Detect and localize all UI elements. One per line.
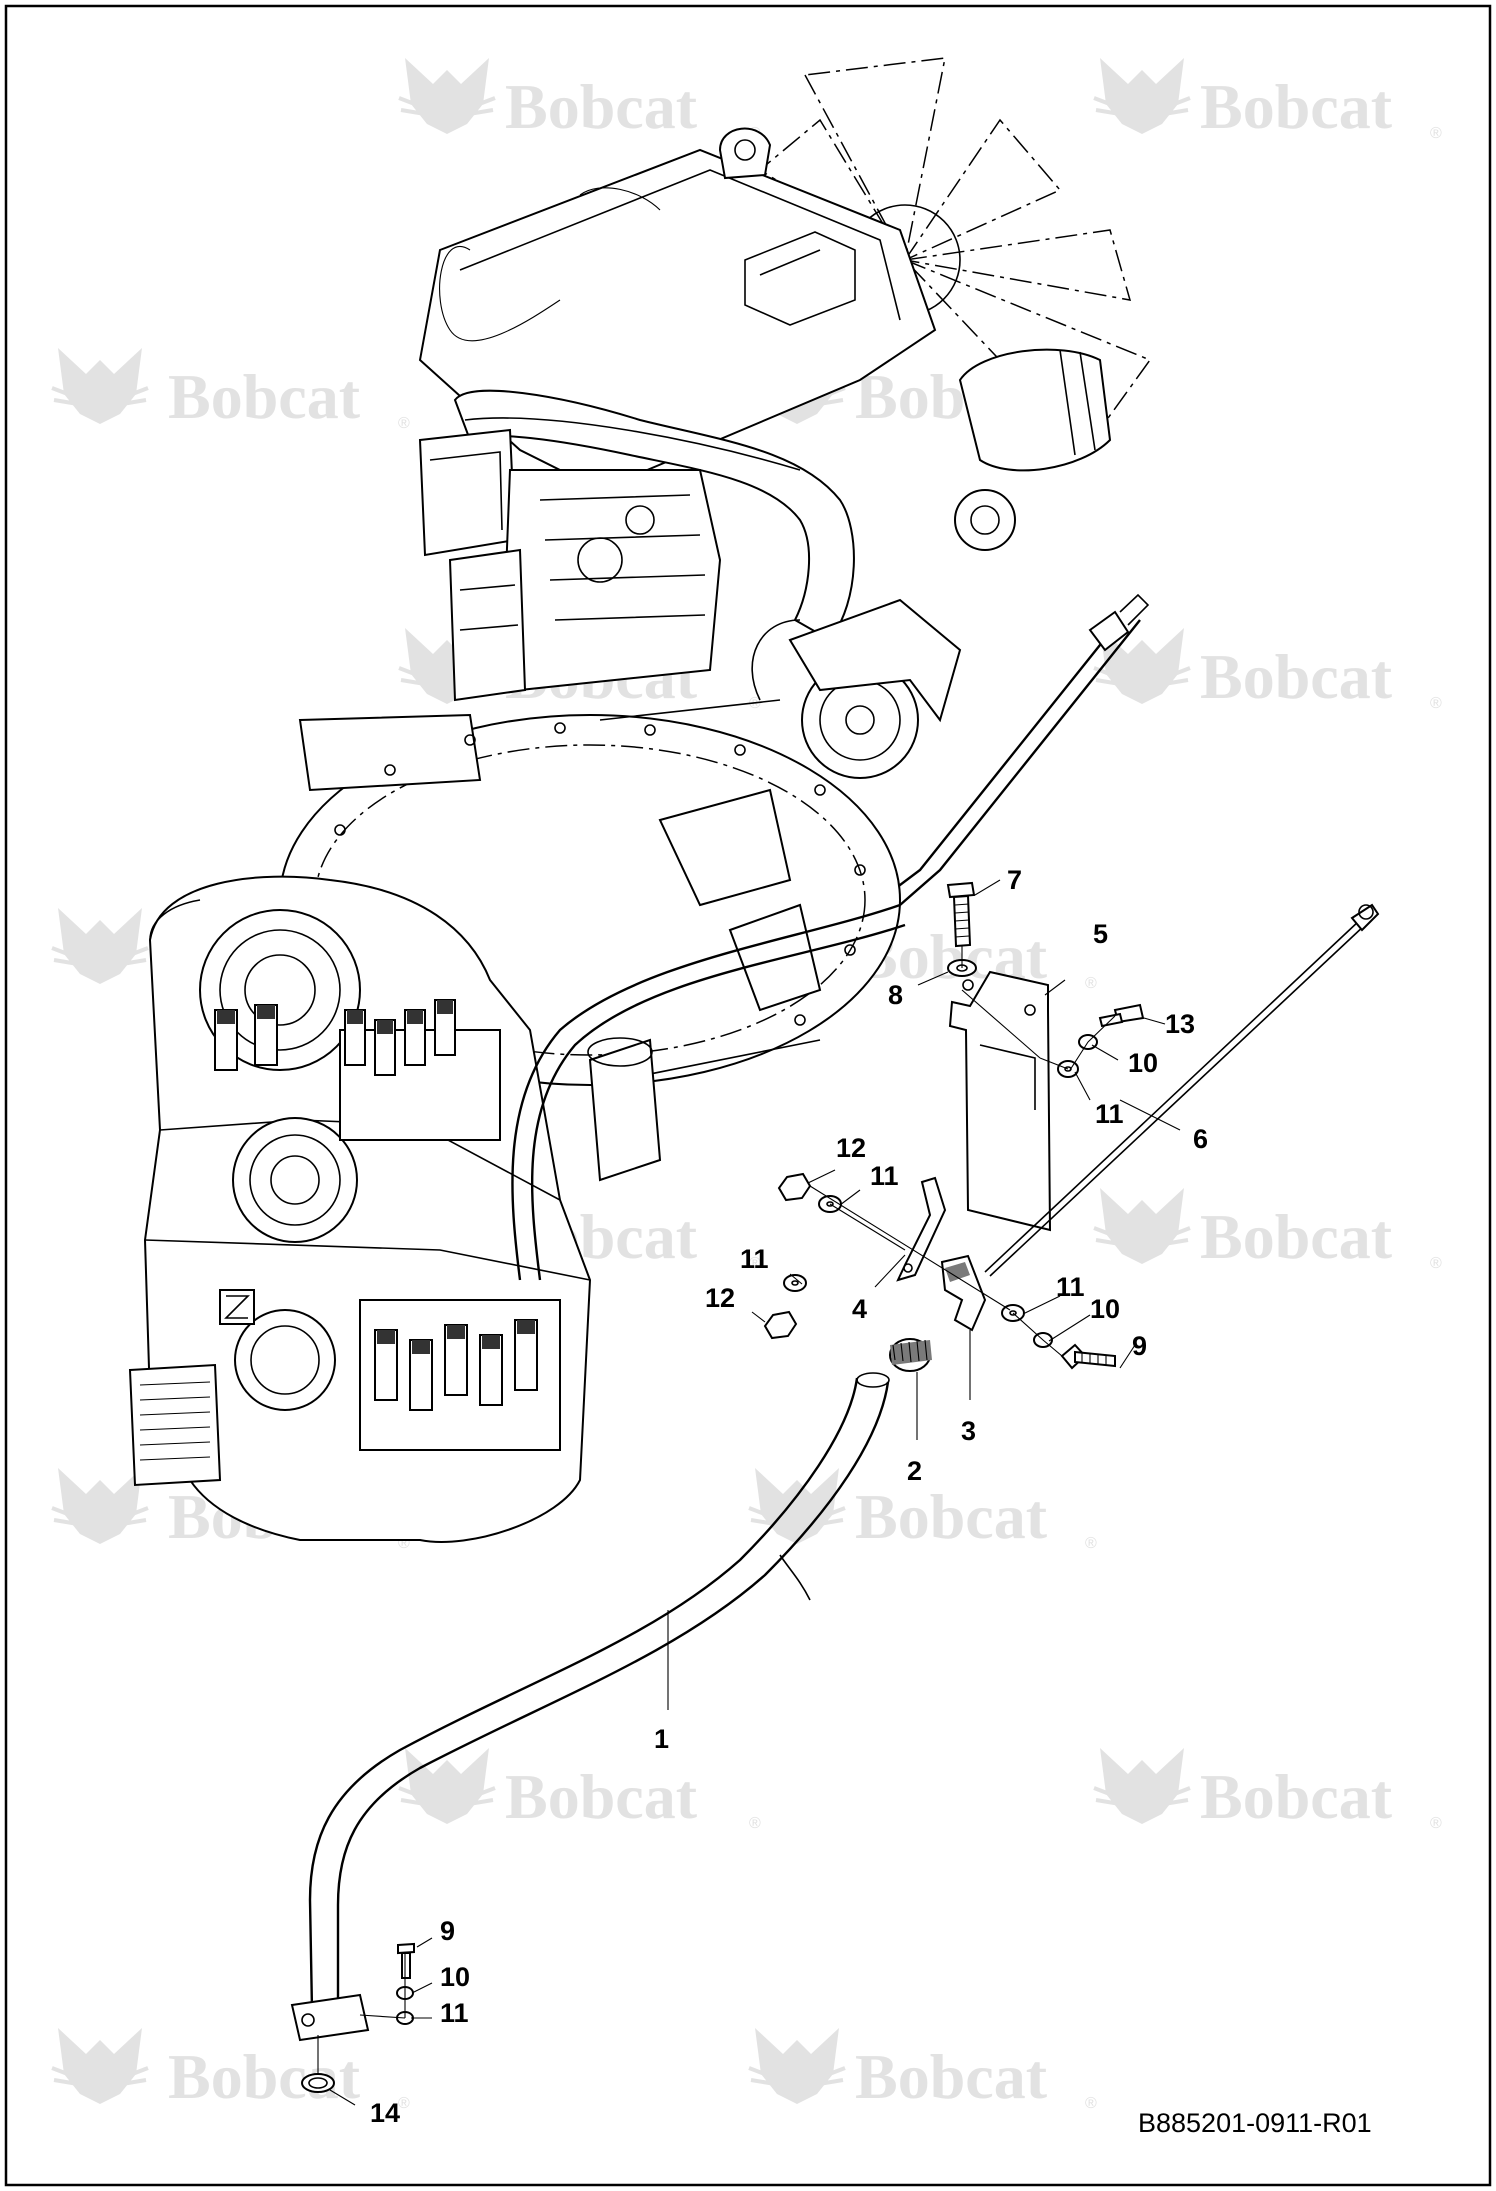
dipstick-tube	[290, 1372, 890, 2042]
watermark-reg: ®	[1430, 1815, 1442, 1832]
watermark: Bobcat ®	[1092, 56, 1442, 142]
watermark-reg: ®	[749, 1255, 761, 1272]
watermark: Bobcat ®	[747, 2026, 1097, 2112]
mounting-plate	[948, 970, 1052, 1232]
callout-4: 4	[852, 1294, 867, 1324]
o-ring	[301, 2073, 335, 2093]
watermark: Bobcat ®	[397, 56, 761, 142]
document-id: B885201-0911-R01	[1138, 2108, 1372, 2138]
leader-lines	[329, 879, 1181, 2106]
watermark-text: Bobcat	[855, 2041, 1048, 2112]
valve-block-lower	[359, 1299, 561, 1451]
watermark-reg: ®	[1430, 1255, 1442, 1272]
screw	[1098, 1003, 1145, 1028]
callout-6: 6	[1193, 1124, 1208, 1154]
nameplate	[128, 1363, 222, 1487]
callout-13: 13	[1165, 1009, 1195, 1039]
watermark-text: Bobcat	[168, 2041, 361, 2112]
watermark: Bobcat ®	[1092, 626, 1442, 712]
watermark-text: Bobcat	[855, 1481, 1048, 1552]
callout-10-mid: 10	[1090, 1294, 1120, 1324]
callout-9-lower: 9	[440, 1916, 455, 1946]
callout-labels: 1 2 3 4 5 6 7 8 9 9 10 10 10 11 11 11 11…	[370, 865, 1208, 2128]
hex-nut	[777, 1172, 812, 1202]
callout-14: 14	[370, 2098, 400, 2128]
watermark-text: Bobcat	[1200, 1201, 1393, 1272]
callout-3: 3	[961, 1416, 976, 1446]
turbocharger	[751, 598, 962, 779]
watermark-reg: ®	[1085, 975, 1097, 992]
watermark-reg: ®	[1085, 2095, 1097, 2112]
callout-1: 1	[654, 1724, 669, 1754]
callout-11-left: 11	[740, 1244, 769, 1274]
watermark-reg: ®	[749, 1815, 761, 1832]
watermark: Bobcat ®	[1092, 1186, 1442, 1272]
callout-11-right: 11	[1056, 1272, 1085, 1302]
watermark: Bobcat ®	[397, 1746, 761, 1832]
callout-11: 11	[1095, 1099, 1124, 1129]
bolt-ring	[334, 722, 866, 1026]
tube-bracket	[896, 1176, 947, 1282]
diagram-border	[4, 4, 1492, 2187]
valve-block-upper	[214, 999, 501, 1141]
callout-12-left: 12	[705, 1283, 735, 1313]
watermark-reg: ®	[398, 2095, 410, 2112]
callout-8: 8	[888, 980, 903, 1010]
watermark-reg: ®	[1430, 125, 1442, 142]
callout-5: 5	[1093, 919, 1108, 949]
dipstick	[984, 903, 1380, 1277]
callout-2: 2	[907, 1456, 922, 1486]
callout-11-mid: 11	[870, 1161, 899, 1191]
watermark-reg: ®	[398, 415, 410, 432]
engine-assembly	[418, 57, 1152, 906]
watermark-text: Bobcat	[168, 361, 361, 432]
bolt	[946, 881, 976, 948]
watermark: Bobcat ®	[50, 2026, 410, 2112]
bolt	[397, 1942, 415, 1979]
transmission	[128, 875, 906, 1543]
callout-11-lower: 11	[440, 1998, 469, 2028]
callout-12: 12	[836, 1133, 866, 1163]
watermark-text: Bobcat	[505, 1761, 698, 1832]
callout-9: 9	[1132, 1331, 1147, 1361]
hex-nut	[763, 1310, 798, 1340]
watermark: Bobcat ®	[1092, 1746, 1442, 1832]
callout-7: 7	[1007, 865, 1022, 895]
watermark: Bobcat ®	[50, 346, 410, 432]
exploded-parts	[290, 881, 1380, 2093]
flat-washer	[783, 1274, 807, 1292]
watermark-text: Bobcat	[505, 71, 698, 142]
bolt	[1060, 1343, 1116, 1370]
callout-10-lower: 10	[440, 1962, 470, 1992]
clip-bracket	[940, 1254, 987, 1332]
watermark-reg: ®	[1430, 695, 1442, 712]
watermark-text: Bobcat	[1200, 71, 1393, 142]
watermark-reg: ®	[1085, 1535, 1097, 1552]
watermark: Bobcat ®	[747, 1466, 1097, 1552]
watermark-text: Bobcat	[1200, 1761, 1393, 1832]
watermark-text: Bobcat	[1200, 641, 1393, 712]
callout-10: 10	[1128, 1048, 1158, 1078]
tube-cap	[889, 1338, 932, 1372]
